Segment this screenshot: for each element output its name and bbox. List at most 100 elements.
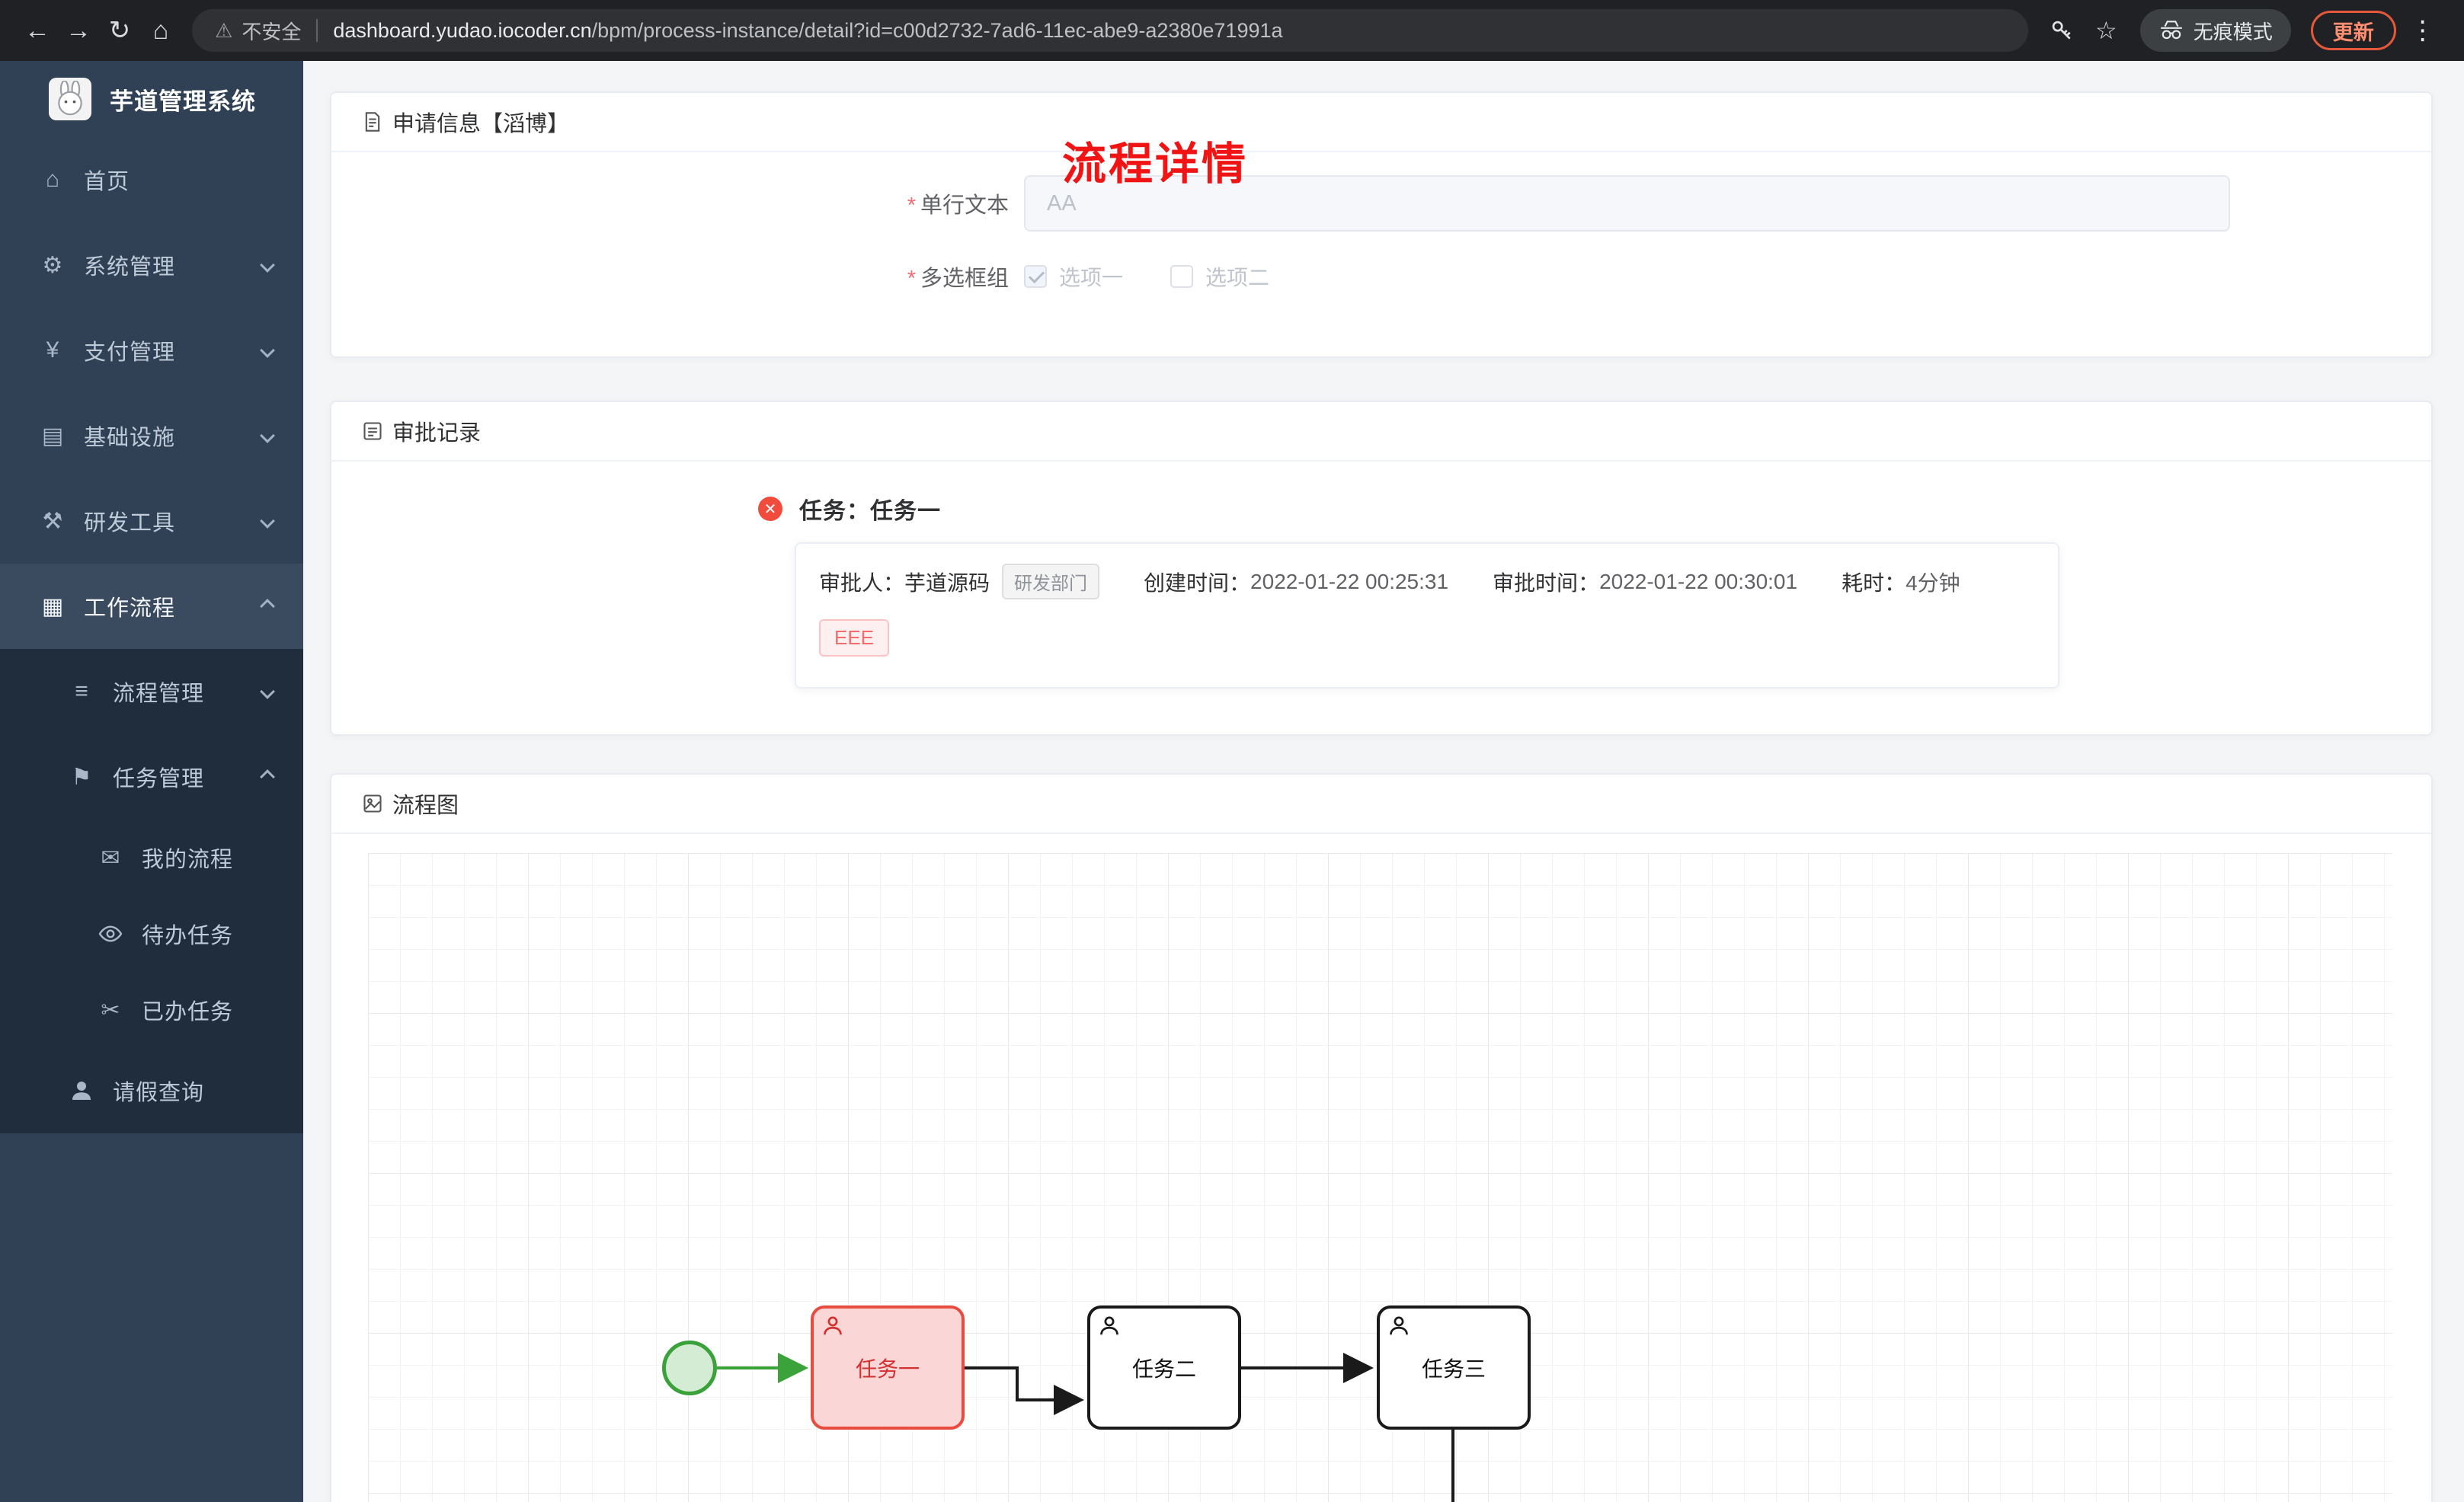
- incognito-badge: 无痕模式: [2139, 9, 2291, 52]
- required-mark: *: [907, 267, 916, 291]
- sidebar-item-label: 请假查询: [113, 1081, 205, 1105]
- task-node-label: 任务一: [855, 1357, 920, 1381]
- created-time: 2022-01-22 00:25:31: [1250, 569, 1449, 593]
- chevron-down-icon: [260, 343, 275, 358]
- home-icon: ⌂: [152, 15, 169, 45]
- bpmn-task-3[interactable]: 任务三: [1377, 1305, 1531, 1430]
- duration-segment: 耗时： 4分钟: [1842, 567, 1960, 597]
- sidebar-item-workflow[interactable]: ▦ 工作流程: [0, 564, 303, 649]
- update-button[interactable]: 更新: [2310, 11, 2396, 50]
- bpmn-start-event[interactable]: [662, 1341, 717, 1395]
- application-info-card: 申请信息【滔博】 *单行文本 *多选框组 选项一 选项二: [330, 91, 2433, 358]
- security-label[interactable]: 不安全: [242, 20, 302, 43]
- approval-detail-card: 审批人： 芋道源码 研发部门 创建时间： 2022-01-22 00:25:31…: [795, 542, 2059, 689]
- rejected-status-icon: ✕: [758, 497, 782, 521]
- duration-value: 4分钟: [1906, 570, 1960, 595]
- incognito-label: 无痕模式: [2193, 20, 2273, 43]
- workflow-submenu: ≡ 流程管理 ⚑ 任务管理 ✉ 我的流程 待办任务 ✂ 已办任务: [0, 649, 303, 1133]
- home-button[interactable]: ⌂: [140, 10, 181, 51]
- scissors-icon: ✂: [101, 997, 120, 1023]
- approver-label: 审批人：: [819, 570, 905, 595]
- browser-menu-icon[interactable]: ⋮: [2410, 15, 2436, 46]
- text-field-label: *单行文本: [362, 187, 1009, 219]
- user-task-icon: [821, 1315, 844, 1343]
- bpmn-canvas[interactable]: 任务一 任务二 任务三: [368, 853, 2392, 1502]
- approved-time: 2022-01-22 00:30:01: [1599, 569, 1798, 593]
- chevron-up-icon: [260, 769, 275, 785]
- checkbox-label: 选项一: [1059, 266, 1124, 289]
- chevron-down-icon: [260, 684, 275, 699]
- page-title: 流程详情: [1061, 139, 1249, 189]
- checkbox-group-label-text: 多选框组: [920, 267, 1009, 291]
- checkbox-label: 选项二: [1205, 266, 1270, 289]
- chevron-down-icon: [260, 257, 275, 273]
- duration-label: 耗时：: [1842, 570, 1906, 595]
- sidebar-item-process-management[interactable]: ≡ 流程管理: [0, 649, 303, 734]
- reload-button[interactable]: ↻: [99, 10, 140, 51]
- sidebar-item-system[interactable]: ⚙ 系统管理: [0, 222, 303, 308]
- sidebar-item-todo-tasks[interactable]: 待办任务: [0, 896, 303, 972]
- diagram-card-header: 流程图: [331, 775, 2431, 834]
- text-field-row: *单行文本: [331, 175, 2431, 232]
- sidebar: 芋道管理系统 ⌂ 首页 ⚙ 系统管理 ¥ 支付管理 ▤ 基础设施 ⚒ 研发工具 …: [0, 61, 303, 1502]
- sidebar-item-label: 系统管理: [84, 255, 176, 280]
- task-node-label: 任务三: [1421, 1357, 1486, 1381]
- checkbox-option-2: 选项二: [1170, 261, 1269, 292]
- records-icon: [362, 420, 383, 442]
- main-content: 流程详情 申请信息【滔博】 *单行文本 *多选框组 选项一: [303, 61, 2464, 1502]
- bookmark-star-icon[interactable]: ☆: [2095, 16, 2117, 45]
- back-icon: ←: [24, 15, 50, 45]
- task-node-label: 任务二: [1131, 1357, 1196, 1381]
- incognito-icon: [2160, 21, 2182, 40]
- checkbox-group-row: *多选框组 选项一 选项二: [331, 260, 2431, 292]
- sidebar-item-label: 任务管理: [113, 767, 205, 791]
- bpmn-task-2[interactable]: 任务二: [1087, 1305, 1241, 1430]
- chevron-up-icon: [260, 599, 275, 614]
- approval-comment-tag: EEE: [819, 619, 890, 657]
- sidebar-item-devtools[interactable]: ⚒ 研发工具: [0, 478, 303, 564]
- sidebar-item-label: 已办任务: [142, 1000, 234, 1024]
- approver-name: 芋道源码: [904, 570, 990, 595]
- user-task-icon: [1387, 1315, 1410, 1343]
- bpmn-task-1[interactable]: 任务一: [811, 1305, 965, 1430]
- back-button[interactable]: ←: [17, 10, 58, 51]
- sidebar-item-done-tasks[interactable]: ✂ 已办任务: [0, 972, 303, 1048]
- star-glyph: ☆: [2095, 17, 2117, 44]
- created-segment: 创建时间： 2022-01-22 00:25:31: [1144, 567, 1448, 597]
- message-icon: ✉: [101, 845, 120, 871]
- chevron-down-icon: [260, 513, 275, 529]
- checkbox-option-1: 选项一: [1024, 261, 1123, 292]
- sidebar-item-task-management[interactable]: ⚑ 任务管理: [0, 734, 303, 820]
- checkbox-checked-icon: [1024, 265, 1047, 288]
- approval-card-title: 审批记录: [392, 421, 482, 446]
- required-mark: *: [907, 193, 916, 218]
- user-task-icon: [1098, 1315, 1121, 1343]
- checkbox-group: 选项一 选项二: [1024, 261, 1269, 292]
- sidebar-item-payment[interactable]: ¥ 支付管理: [0, 308, 303, 393]
- document-icon: [362, 111, 383, 133]
- sidebar-item-my-process[interactable]: ✉ 我的流程: [0, 820, 303, 896]
- key-icon[interactable]: [2050, 18, 2074, 43]
- single-line-text-input: [1024, 175, 2230, 232]
- bpmn-connectors: [717, 1353, 1454, 1502]
- update-label: 更新: [2332, 21, 2374, 44]
- yen-icon: ¥: [46, 337, 59, 363]
- application-card-header: 申请信息【滔博】: [331, 93, 2431, 152]
- flag-icon: ⚑: [71, 764, 92, 790]
- sidebar-item-infrastructure[interactable]: ▤ 基础设施: [0, 393, 303, 478]
- approved-label: 审批时间：: [1493, 570, 1600, 595]
- approver-segment: 审批人： 芋道源码 研发部门: [819, 564, 1100, 599]
- workflow-icon: ▦: [41, 593, 64, 619]
- address-bar[interactable]: ⚠ 不安全 dashboard.yudao.iocoder.cn/bpm/pro…: [192, 9, 2028, 52]
- sidebar-item-leave-query[interactable]: 请假查询: [0, 1048, 303, 1133]
- sidebar-item-home[interactable]: ⌂ 首页: [0, 137, 303, 222]
- task-title: 任务：任务一: [799, 499, 941, 524]
- url-text: dashboard.yudao.iocoder.cn/bpm/process-i…: [333, 19, 1282, 43]
- list-icon: ≡: [75, 679, 88, 704]
- forward-button[interactable]: →: [58, 10, 99, 51]
- url-path: /bpm/process-instance/detail?id=c00d2732…: [591, 18, 1283, 42]
- chevron-down-icon: [260, 428, 275, 443]
- reload-icon: ↻: [108, 16, 131, 45]
- text-field-label-text: 单行文本: [920, 193, 1009, 218]
- app-logo[interactable]: 芋道管理系统: [0, 61, 303, 137]
